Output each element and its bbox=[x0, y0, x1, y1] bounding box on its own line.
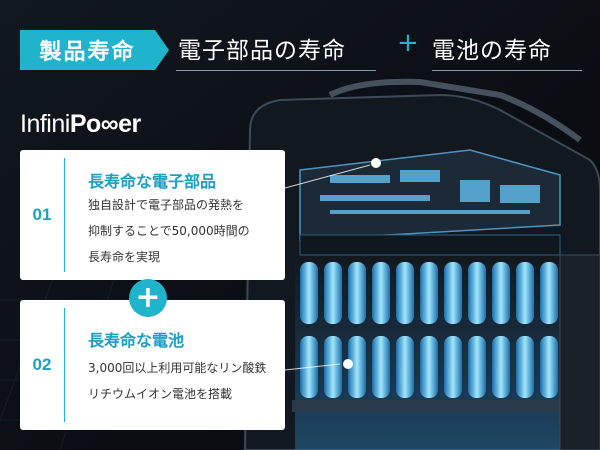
battery-lifespan-heading: 電池の寿命 bbox=[432, 38, 552, 64]
heading-underline-2 bbox=[432, 70, 582, 71]
heading-underline-1 bbox=[176, 70, 376, 71]
infinity-symbol-icon: ∞ bbox=[100, 110, 119, 138]
tag-arrow bbox=[155, 30, 169, 70]
feature-number: 01 bbox=[32, 205, 52, 224]
feature-description: 独自設計で電子部品の発熱を 抑制することで50,000時間の 長寿命を実現 bbox=[88, 198, 250, 264]
feature-number: 02 bbox=[32, 355, 52, 374]
feature-card-electronics: 01 長寿命な電子部品 独自設計で電子部品の発熱を 抑制することで50,000時… bbox=[20, 150, 285, 280]
feature-title: 長寿命な電池 bbox=[88, 331, 185, 350]
infinipower-logo: InfiniPo∞er bbox=[20, 110, 141, 138]
card-divider bbox=[64, 308, 65, 422]
header-plus-sign: + bbox=[397, 28, 420, 58]
plus-icon: + bbox=[129, 279, 167, 317]
product-lifespan-tag: 製品寿命 bbox=[20, 30, 155, 70]
card-divider bbox=[64, 158, 65, 272]
feature-title: 長寿命な電子部品 bbox=[88, 172, 217, 191]
feature-description: 3,000回以上利用可能なリン酸鉄 リチウムイオン電池を搭載 bbox=[88, 361, 267, 401]
electronics-lifespan-heading: 電子部品の寿命 bbox=[178, 38, 346, 64]
feature-card-battery: 02 長寿命な電池 3,000回以上利用可能なリン酸鉄 リチウムイオン電池を搭載 bbox=[20, 300, 285, 430]
